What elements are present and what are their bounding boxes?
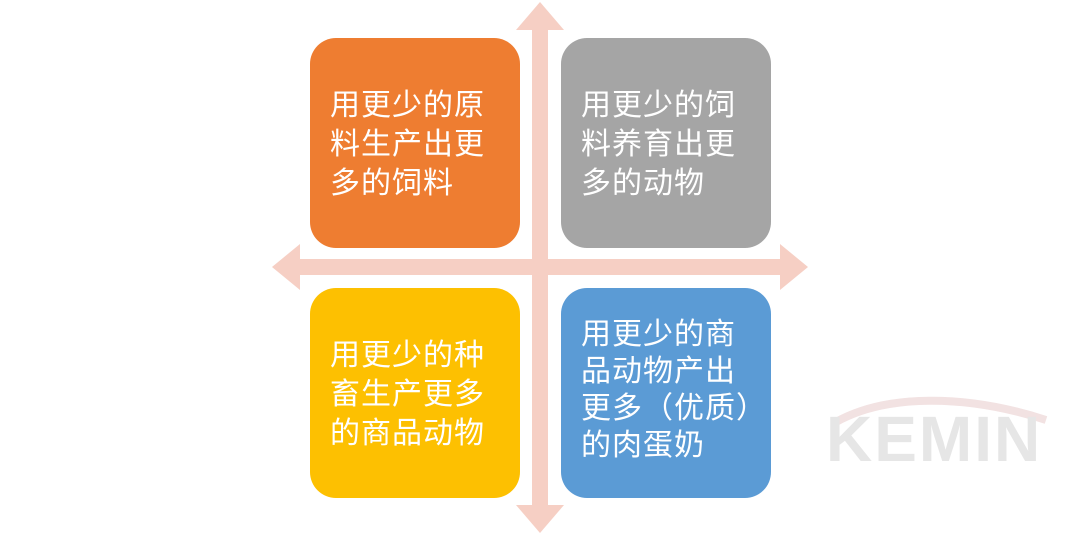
quadrant-bottom-right-text: 用更少的商品动物产出更多（优质）的肉蛋奶 [581,317,752,463]
horizontal-axis [290,259,790,275]
arrow-right-icon [780,244,808,290]
quadrant-bottom-right: 用更少的商品动物产出更多（优质）的肉蛋奶 [561,288,771,498]
arrow-up-icon [516,2,564,30]
kemin-watermark: KEMIN [826,392,1056,482]
quadrant-bottom-left-text: 用更少的种畜生产更多的商品动物 [330,338,485,451]
quadrant-bottom-left: 用更少的种畜生产更多的商品动物 [310,288,520,498]
quadrant-top-left-text: 用更少的原料生产出更多的饲料 [330,88,485,201]
quadrant-top-left: 用更少的原料生产出更多的饲料 [310,38,520,248]
quadrant-top-right: 用更少的饲料养育出更多的动物 [561,38,771,248]
arrow-down-icon [516,505,564,533]
watermark-text: KEMIN [826,403,1043,475]
arrow-left-icon [272,244,300,290]
watermark-swoosh-icon [834,396,1048,426]
quadrant-top-right-text: 用更少的饲料养育出更多的动物 [581,88,736,201]
